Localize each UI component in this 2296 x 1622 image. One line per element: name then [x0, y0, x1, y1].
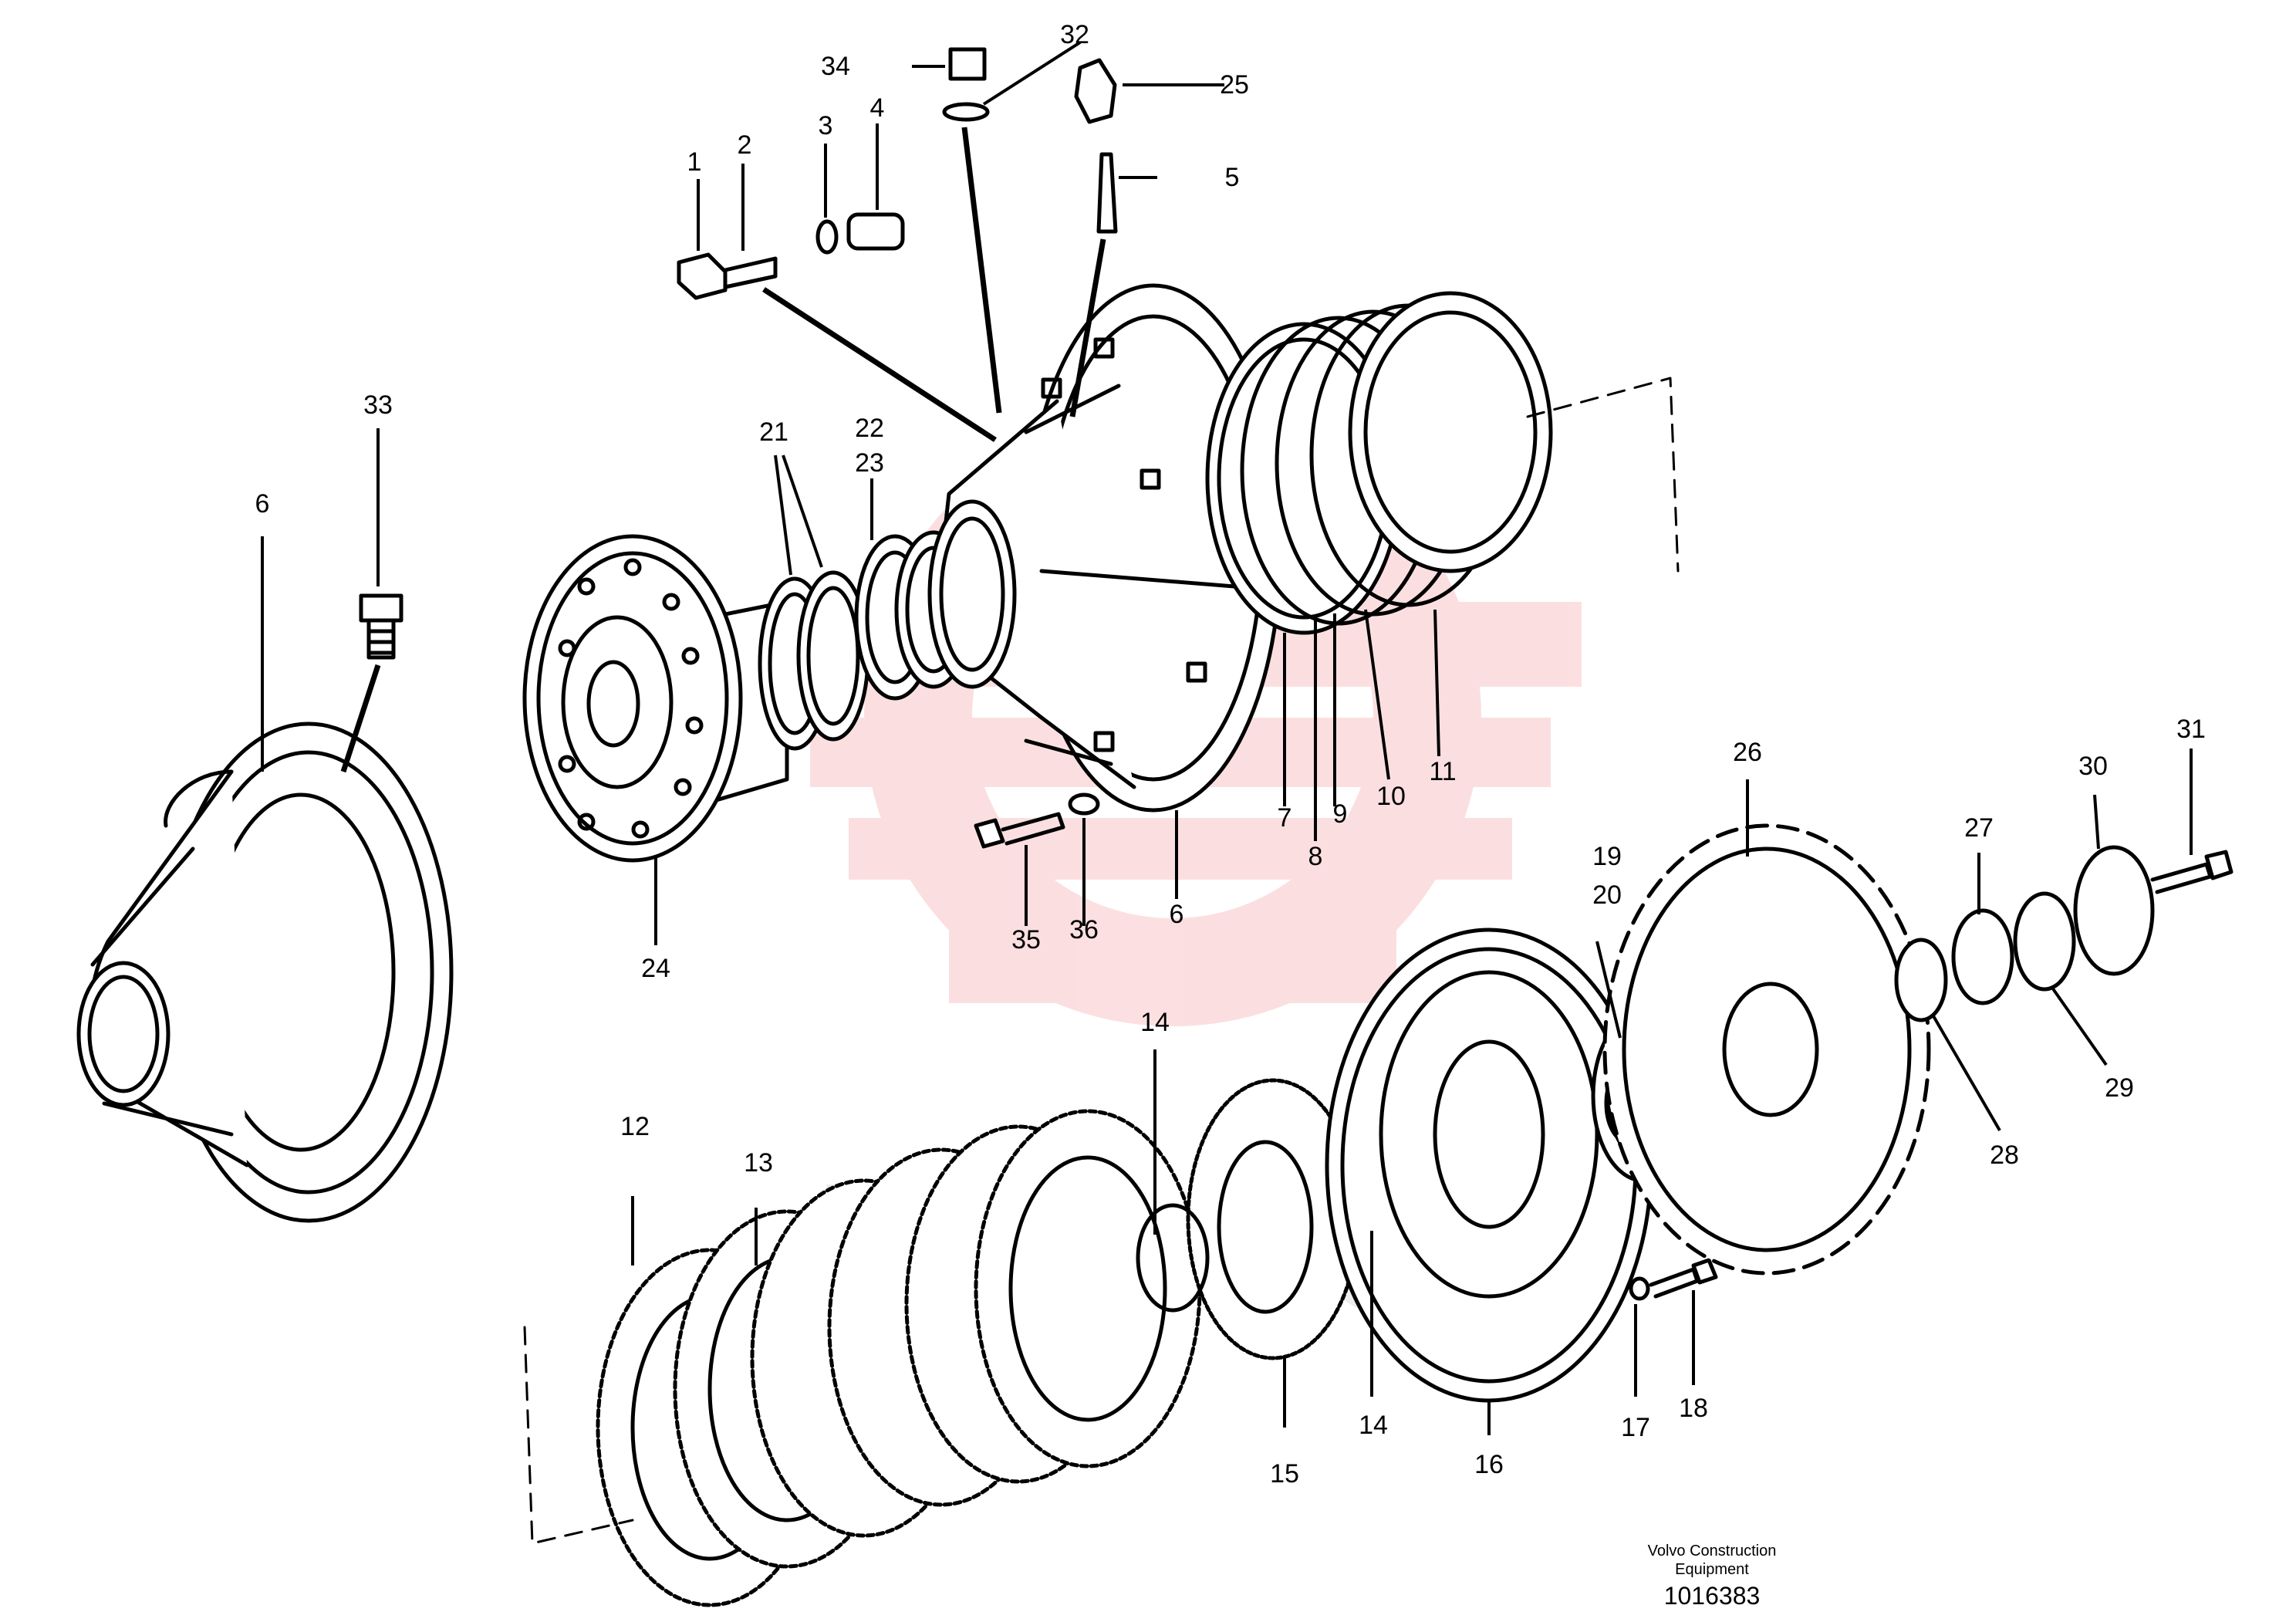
callout-35: 35: [1011, 925, 1041, 955]
phantom-lines: [523, 377, 1680, 1545]
sprocket-26: [1602, 823, 1931, 1276]
callout-6-left: 6: [255, 489, 270, 519]
callout-17: 17: [1621, 1413, 1650, 1442]
brake-discs-12-13: [596, 1109, 1202, 1607]
callout-27: 27: [1964, 813, 1994, 843]
piston-rings-7-11: [1205, 291, 1553, 635]
plug-33: [359, 593, 403, 660]
callout-22: 22: [855, 414, 884, 443]
cover-30: [2073, 845, 2155, 976]
callout-26: 26: [1733, 738, 1762, 767]
callout-29: 29: [2105, 1073, 2134, 1103]
callout-18: 18: [1679, 1394, 1708, 1423]
callout-14-lower: 14: [1359, 1411, 1388, 1440]
bolt-31: [2150, 850, 2234, 894]
leader-lines: [261, 41, 2193, 1435]
callout-8: 8: [1308, 842, 1323, 871]
manufacturer-label: Volvo Construction Equipment: [1648, 1542, 1777, 1579]
callout-15: 15: [1270, 1459, 1299, 1489]
callout-4: 4: [869, 93, 885, 123]
callout-6-main: 6: [1169, 900, 1184, 929]
bolt-1: [677, 252, 778, 300]
callout-20: 20: [1592, 880, 1622, 910]
callout-24: 24: [641, 954, 670, 983]
hub-housing-left: [76, 721, 454, 1223]
callout-7: 7: [1277, 803, 1292, 833]
plug-34-washer-32: [942, 47, 990, 122]
callout-9: 9: [1332, 799, 1348, 829]
callout-1: 1: [687, 147, 702, 177]
bolt-35-washer-36: [974, 792, 1100, 849]
carrier-16: [1325, 928, 1653, 1403]
callout-28: 28: [1990, 1140, 2019, 1170]
nipple-5: [1096, 152, 1118, 234]
callout-19: 19: [1592, 842, 1622, 871]
callout-32: 32: [1060, 20, 1089, 49]
breather-25: [1074, 58, 1117, 124]
callout-10: 10: [1376, 782, 1406, 811]
callout-21: 21: [759, 417, 788, 447]
callout-3: 3: [818, 111, 833, 140]
bolt-17-18: [1629, 1258, 1718, 1301]
callout-30: 30: [2078, 752, 2108, 781]
callout-11: 11: [1429, 757, 1457, 786]
callout-36: 36: [1069, 915, 1099, 944]
callout-12: 12: [620, 1112, 650, 1141]
manufacturer-line-1: Volvo Construction: [1647, 1543, 1777, 1559]
manufacturer-line-2: Equipment: [1675, 1561, 1749, 1578]
hub-15: [1186, 1078, 1360, 1360]
bearings-21: [758, 570, 870, 751]
callout-33: 33: [363, 390, 393, 420]
callout-14-upper: 14: [1140, 1008, 1170, 1037]
callout-34: 34: [821, 52, 850, 81]
callout-25: 25: [1220, 70, 1249, 100]
callout-2: 2: [737, 130, 752, 160]
callout-13: 13: [744, 1148, 773, 1178]
fitting-3-4: [815, 212, 905, 255]
callout-31: 31: [2176, 715, 2206, 744]
callout-23: 23: [855, 448, 884, 478]
callout-5: 5: [1224, 163, 1240, 192]
callout-16: 16: [1474, 1450, 1504, 1479]
output-flange-24: [522, 534, 789, 863]
shims-27-29: [1894, 891, 2076, 1022]
drawing-number: 1016383: [1663, 1582, 1761, 1610]
